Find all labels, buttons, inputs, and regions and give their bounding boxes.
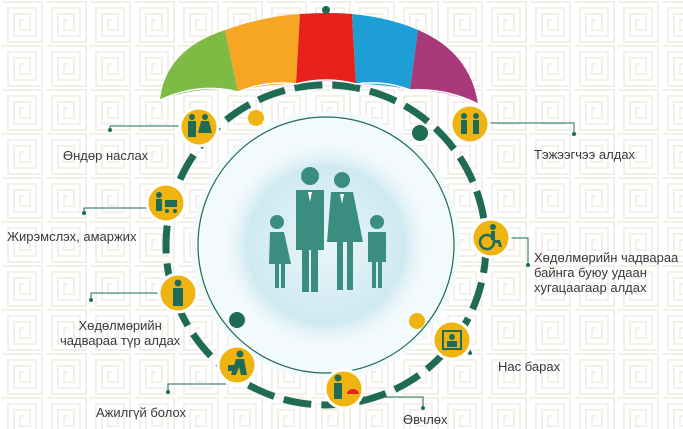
label-maternity: Жирэмслэх, амаржих [7, 229, 137, 244]
label-death: Нас барах [498, 359, 561, 374]
family-icon [269, 167, 386, 292]
ring-dot [409, 313, 425, 329]
label-temporary-incapacity: Хөдөлмөрийн чадвараа түр алдах [60, 318, 180, 348]
center-glow [214, 133, 438, 357]
label-illness: Өвчлөх [403, 412, 448, 427]
label-permanent-incapacity: Хөдөлмөрийн чадвараа байнга буюу удаан х… [534, 250, 678, 295]
inner-ring [197, 116, 455, 374]
ring-dot [248, 110, 264, 126]
wheelchair-icon [470, 217, 512, 259]
label-unemployment: Ажилгүй болох [96, 405, 187, 420]
label-temporary-incapacity-line1: Хөдөлмөрийн [78, 318, 162, 333]
orphans-icon [449, 103, 491, 145]
stroller-icon [145, 182, 187, 224]
umbrella-icon [159, 6, 479, 105]
unemployed-icon [216, 344, 258, 386]
old-couple-icon [178, 106, 220, 148]
ring-dot [229, 312, 245, 328]
death-frame-icon [431, 319, 473, 361]
ring-dot [412, 125, 428, 141]
label-permanent-incapacity-line3: хугацаагаар алдах [534, 280, 647, 295]
label-old-age: Өндөр наслах [63, 148, 149, 163]
label-temporary-incapacity-line2: чадвараа түр алдах [60, 333, 181, 348]
label-permanent-incapacity-line2: байнга буюу удаан [534, 265, 647, 280]
sick-person-icon [323, 368, 365, 410]
label-permanent-incapacity-line1: Хөдөлмөрийн чадвараа [534, 250, 679, 265]
worker-icon [157, 272, 199, 314]
label-loss-of-breadwinner: Тэжээгчээ алдах [534, 147, 636, 162]
